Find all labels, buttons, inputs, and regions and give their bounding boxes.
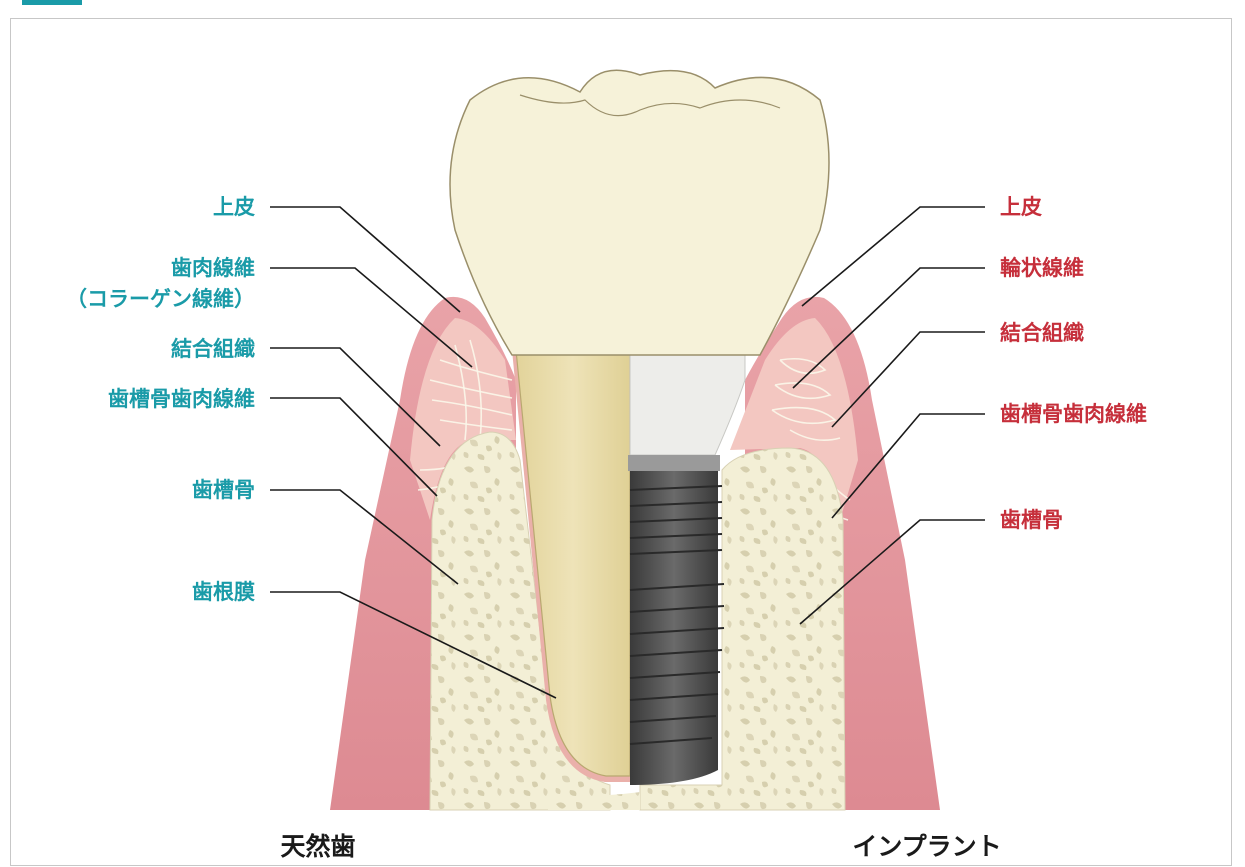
tooth-crown xyxy=(450,70,829,355)
label-natural-collagen-fibers: （コラーゲン線維） xyxy=(66,287,255,311)
label-implant-alveolar-gingival-fibers: 歯槽骨歯肉線維 xyxy=(1000,402,1147,426)
implant-abutment xyxy=(630,350,745,455)
caption-natural-tooth: 天然歯 xyxy=(280,832,355,861)
implant-screw xyxy=(630,471,724,785)
label-implant-connective-tissue: 結合組織 xyxy=(1000,321,1084,345)
label-natural-alveolar-bone: 歯槽骨 xyxy=(192,478,255,502)
label-natural-epithelium: 上皮 xyxy=(213,195,255,219)
caption-implant: インプラント xyxy=(852,832,1001,861)
label-implant-alveolar-bone: 歯槽骨 xyxy=(1000,508,1063,532)
label-natural-gingival-fibers: 歯肉線維 xyxy=(171,256,255,280)
label-natural-connective-tissue: 結合組織 xyxy=(171,337,255,361)
label-implant-circular-fibers: 輪状線維 xyxy=(1000,256,1084,280)
label-implant-epithelium: 上皮 xyxy=(1000,195,1042,219)
label-natural-alveolar-gingival-fibers: 歯槽骨歯肉線維 xyxy=(108,387,255,411)
implant-collar xyxy=(628,455,720,471)
label-natural-periodontal-ligament: 歯根膜 xyxy=(192,580,255,604)
